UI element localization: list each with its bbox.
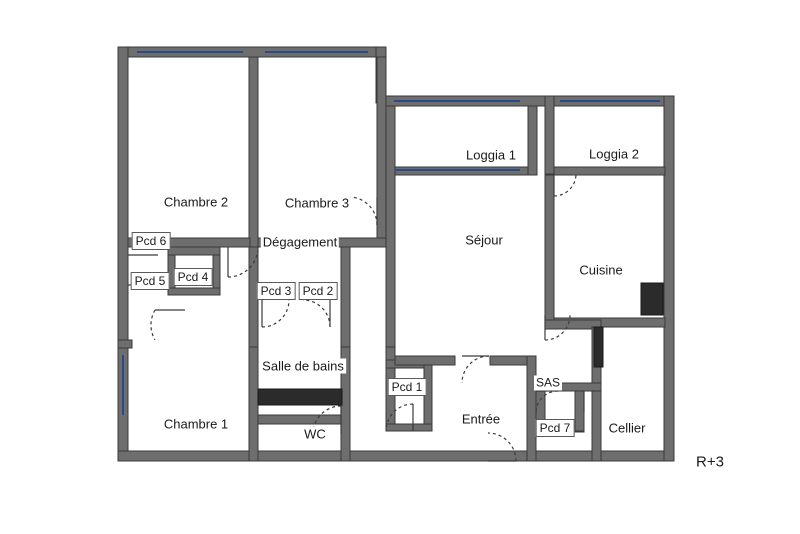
room-label-loggia-2: Loggia 2 [587,146,641,162]
room-label-cellier: Cellier [606,420,648,436]
kitchen-fixture [640,282,664,316]
pcd-label-7: Pcd 7 [535,419,575,437]
room-label-sas: SAS [533,375,563,391]
room-label-loggia-1: Loggia 1 [464,147,518,163]
level-label: R+3 [696,453,724,471]
room-label-entree: Entrée [459,411,503,427]
bathtub-fixture [257,388,343,406]
room-label-salle-de-bains: Salle de bains [260,358,346,374]
room-label-chambre-1: Chambre 1 [161,416,231,432]
walls-layer [117,46,675,462]
cellier-fixture [593,326,604,368]
windows-layer [122,51,660,415]
room-label-chambre-3: Chambre 3 [282,195,352,211]
fixtures-layer [257,282,664,406]
room-label-wc: WC [302,426,328,442]
room-label-degagement: Dégagement [260,234,340,250]
room-label-cuisine: Cuisine [577,262,625,278]
pcd-label-5: Pcd 5 [130,272,170,290]
room-label-sejour: Séjour [463,232,505,248]
room-label-chambre-2: Chambre 2 [161,194,231,210]
pcd-label-6: Pcd 6 [131,232,171,250]
pcd-label-3: Pcd 3 [256,282,296,300]
pcd-label-4: Pcd 4 [173,268,213,286]
pcd-label-1: Pcd 1 [387,378,427,396]
pcd-label-2: Pcd 2 [298,282,338,300]
